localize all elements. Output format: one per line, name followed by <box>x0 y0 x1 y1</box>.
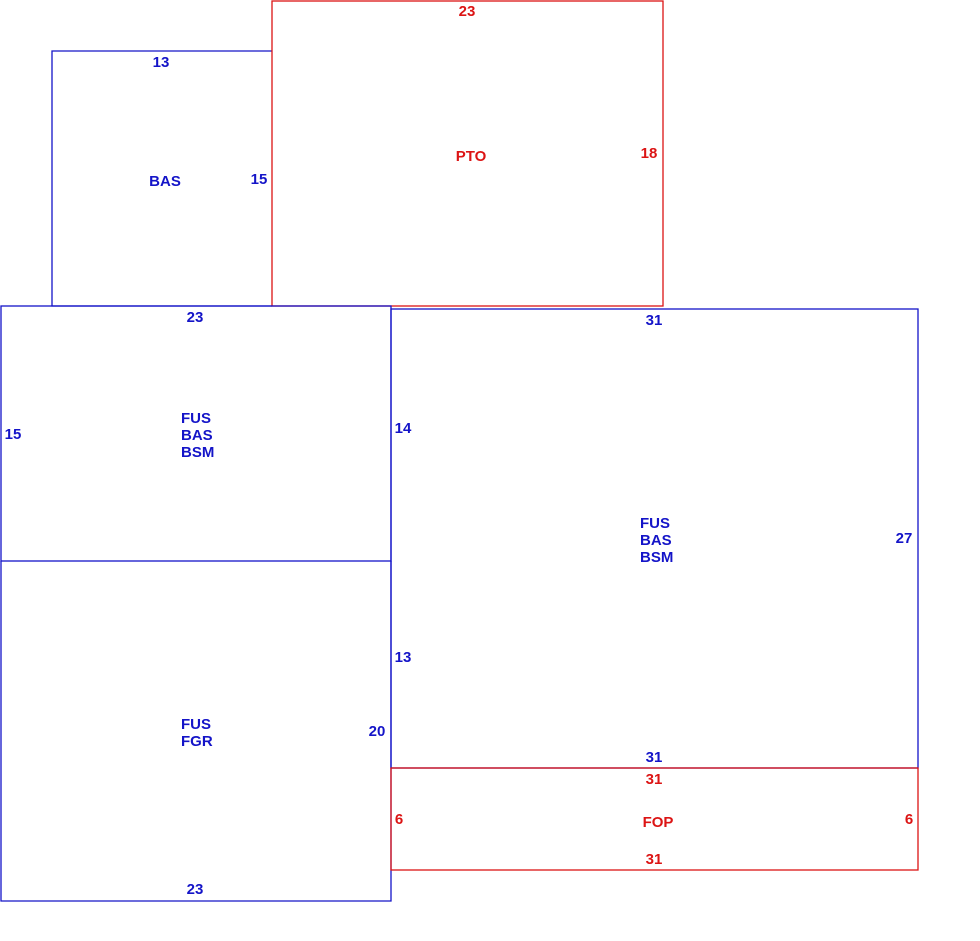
area-bas-top-dim-top: 13 <box>153 54 170 71</box>
area-fop-dim-left: 6 <box>395 811 403 828</box>
area-left-bottom-label-2: FGR <box>181 733 213 750</box>
area-left-mid-label-2: BAS <box>181 427 213 444</box>
area-right-main-dim-bottom: 31 <box>646 749 663 766</box>
area-pto-dim-top: 23 <box>459 3 476 20</box>
area-left-bottom-dim-right-upper: 13 <box>395 649 412 666</box>
area-bas-top: 13 15 BAS <box>51 50 272 307</box>
area-pto: 23 18 PTO <box>271 0 664 307</box>
area-left-bottom-dim-right: 20 <box>369 723 386 740</box>
area-pto-dim-right: 18 <box>641 145 658 162</box>
area-left-bottom-label-1: FUS <box>181 716 211 733</box>
area-pto-label: PTO <box>456 148 487 165</box>
area-fop-dim-bottom: 31 <box>646 851 663 868</box>
area-left-mid-label-1: FUS <box>181 410 211 427</box>
area-pto-outline <box>271 0 664 307</box>
area-fop-outline <box>390 767 919 871</box>
area-left-mid-dim-top: 23 <box>187 309 204 326</box>
area-right-main-label-3: BSM <box>640 549 673 566</box>
area-left-bottom-dim-bottom: 23 <box>187 881 204 898</box>
area-left-mid-dim-right: 14 <box>395 420 412 437</box>
area-right-main: 31 27 31 FUS BAS BSM <box>390 308 919 769</box>
area-bas-top-dim-right: 15 <box>251 171 268 188</box>
area-right-main-dim-top: 31 <box>646 312 663 329</box>
area-bas-top-label: BAS <box>149 173 181 190</box>
area-right-main-dim-right: 27 <box>896 530 913 547</box>
area-left-mid-dim-left: 15 <box>5 426 22 443</box>
area-left-mid: 23 15 14 FUS BAS BSM <box>0 305 412 562</box>
area-fop-dim-top: 31 <box>646 771 663 788</box>
area-left-bottom: 13 20 23 FUS FGR <box>0 561 412 902</box>
area-fop-dim-right: 6 <box>905 811 913 828</box>
area-fop: 31 6 6 31 FOP <box>390 767 919 871</box>
area-right-main-label-1: FUS <box>640 515 670 532</box>
area-fop-label: FOP <box>643 814 674 831</box>
area-left-mid-label-3: BSM <box>181 444 214 461</box>
area-right-main-label-2: BAS <box>640 532 672 549</box>
